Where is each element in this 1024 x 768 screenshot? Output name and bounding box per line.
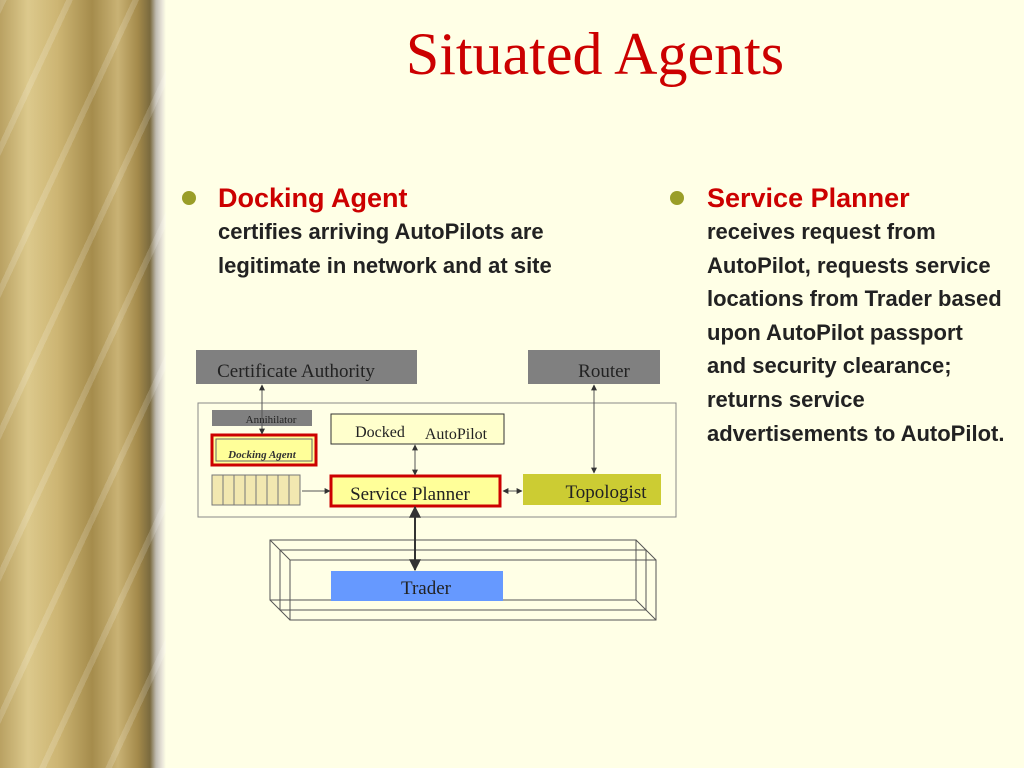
queue-cells (211, 474, 301, 506)
docked-label: Docked (355, 424, 405, 441)
slide-title: Situated Agents (405, 21, 785, 87)
annihilator-label: Annihilator (246, 414, 297, 426)
docking-agent-heading: Docking Agent (218, 183, 408, 213)
certificate-authority-box (196, 350, 417, 384)
site-container (197, 402, 677, 518)
docked-autopilot-box (330, 413, 505, 445)
service-planner-text: Service Planner receives request from Au… (707, 181, 1007, 450)
router-box (528, 350, 660, 384)
router-label: Router (578, 361, 630, 382)
docking-agent-box[interactable] (210, 433, 318, 467)
bullet-icon (182, 191, 196, 205)
docking-agent-text: Docking Agent certifies arriving AutoPil… (218, 181, 568, 282)
autopilot-label: AutoPilot (425, 426, 488, 443)
trader-box (331, 571, 503, 601)
service-planner-description: receives request from AutoPilot, request… (707, 219, 1005, 446)
bullet-icon (670, 191, 684, 205)
docking-agent-label: Docking Agent (227, 449, 297, 461)
service-planner-label: Service Planner (350, 484, 470, 505)
service-planner-heading: Service Planner (707, 183, 910, 213)
trader-label: Trader (401, 578, 452, 599)
certificate-authority-label: Certificate Authority (217, 361, 375, 382)
topologist-label: Topologist (565, 482, 647, 503)
docking-agent-description: certifies arriving AutoPilots are legiti… (218, 219, 552, 278)
connector-arrows (259, 384, 597, 572)
decorative-pillar (0, 0, 166, 768)
topologist-box (523, 474, 661, 505)
docking-agent-inner (215, 438, 313, 462)
service-planner-box[interactable] (329, 474, 502, 508)
